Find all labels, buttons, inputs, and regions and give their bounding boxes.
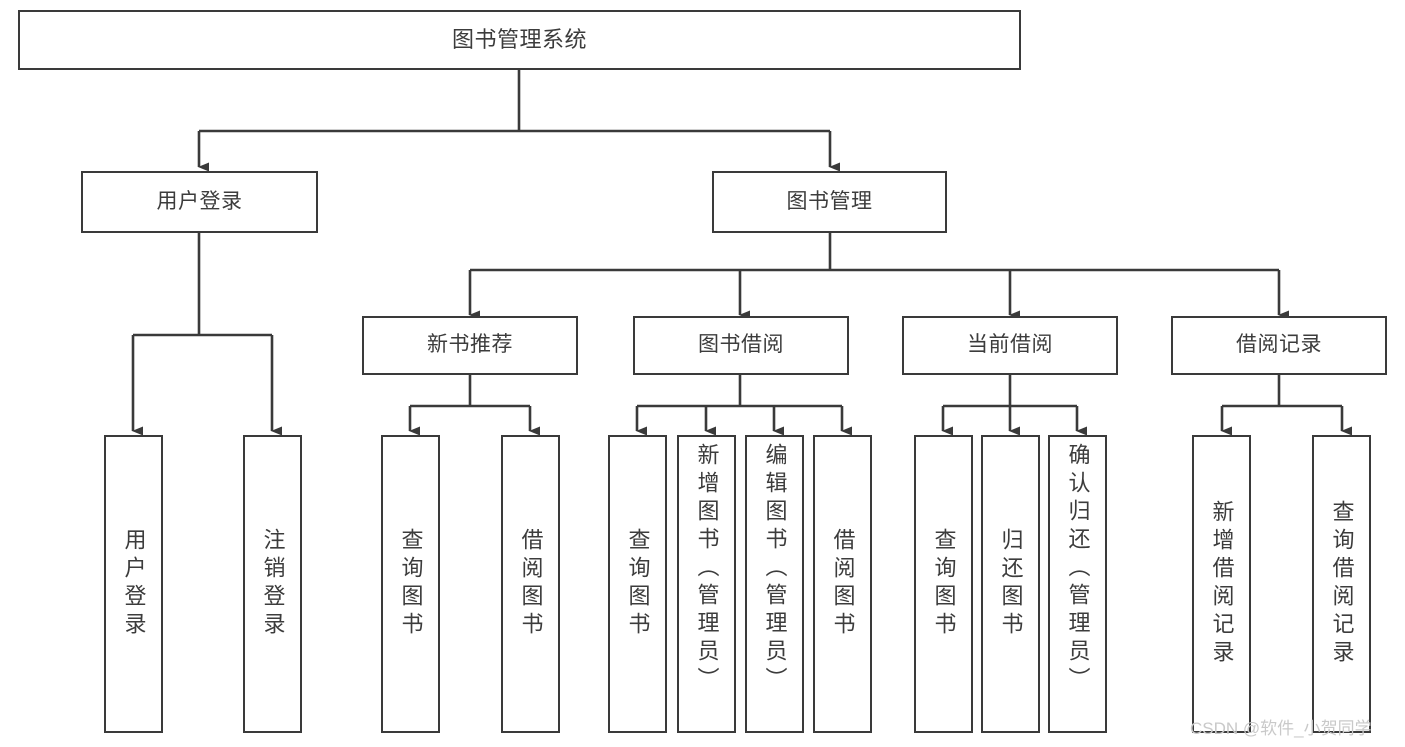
node-current-borrow-label: 当前借阅 [967, 333, 1053, 357]
node-book-borrow-label: 图书借阅 [698, 333, 784, 357]
node-book-borrow[interactable]: 图书借阅 [633, 316, 849, 375]
leaf-book-borrow-edit-book-label: 编辑图书（管理员） [762, 443, 788, 695]
leaf-user-login-logout[interactable]: 注销登录 [243, 435, 302, 733]
leaf-book-borrow-query-book[interactable]: 查询图书 [608, 435, 667, 733]
leaf-new-book-borrow-book[interactable]: 借阅图书 [501, 435, 560, 733]
node-root-system[interactable]: 图书管理系统 [18, 10, 1021, 70]
leaf-book-borrow-edit-book[interactable]: 编辑图书（管理员） [745, 435, 804, 733]
leaf-new-book-query-book-label: 查询图书 [398, 528, 424, 640]
leaf-book-borrow-borrow-book-label: 借阅图书 [830, 528, 856, 640]
node-borrow-record-label: 借阅记录 [1236, 333, 1322, 357]
leaf-current-borrow-return-book[interactable]: 归还图书 [981, 435, 1040, 733]
node-book-management[interactable]: 图书管理 [712, 171, 947, 233]
leaf-current-borrow-query-book[interactable]: 查询图书 [914, 435, 973, 733]
leaf-current-borrow-confirm-return-label: 确认归还（管理员） [1065, 443, 1091, 695]
leaf-borrow-record-query[interactable]: 查询借阅记录 [1312, 435, 1371, 733]
leaf-current-borrow-return-book-label: 归还图书 [998, 528, 1024, 640]
leaf-book-borrow-query-book-label: 查询图书 [625, 528, 651, 640]
leaf-book-borrow-borrow-book[interactable]: 借阅图书 [813, 435, 872, 733]
leaf-borrow-record-add-label: 新增借阅记录 [1209, 500, 1235, 668]
node-root-system-label: 图书管理系统 [451, 27, 587, 53]
node-user-login[interactable]: 用户登录 [81, 171, 318, 233]
leaf-current-borrow-confirm-return[interactable]: 确认归还（管理员） [1048, 435, 1107, 733]
leaf-book-borrow-add-book[interactable]: 新增图书（管理员） [677, 435, 736, 733]
node-book-management-label: 图书管理 [786, 189, 873, 213]
leaf-new-book-borrow-book-label: 借阅图书 [518, 528, 544, 640]
leaf-user-login-logout-label: 注销登录 [260, 528, 286, 640]
leaf-current-borrow-query-book-label: 查询图书 [931, 528, 957, 640]
leaf-new-book-query-book[interactable]: 查询图书 [381, 435, 440, 733]
leaf-user-login-login-label: 用户登录 [121, 528, 147, 640]
node-user-login-label: 用户登录 [156, 189, 243, 213]
leaf-user-login-login[interactable]: 用户登录 [104, 435, 163, 733]
node-new-book-recommend-label: 新书推荐 [427, 333, 513, 357]
node-new-book-recommend[interactable]: 新书推荐 [362, 316, 578, 375]
node-borrow-record[interactable]: 借阅记录 [1171, 316, 1387, 375]
watermark-text: CSDN @软件_小贺同学 [1190, 719, 1372, 738]
node-current-borrow[interactable]: 当前借阅 [902, 316, 1118, 375]
leaf-book-borrow-add-book-label: 新增图书（管理员） [694, 443, 720, 695]
leaf-borrow-record-query-label: 查询借阅记录 [1329, 500, 1355, 668]
leaf-borrow-record-add[interactable]: 新增借阅记录 [1192, 435, 1251, 733]
